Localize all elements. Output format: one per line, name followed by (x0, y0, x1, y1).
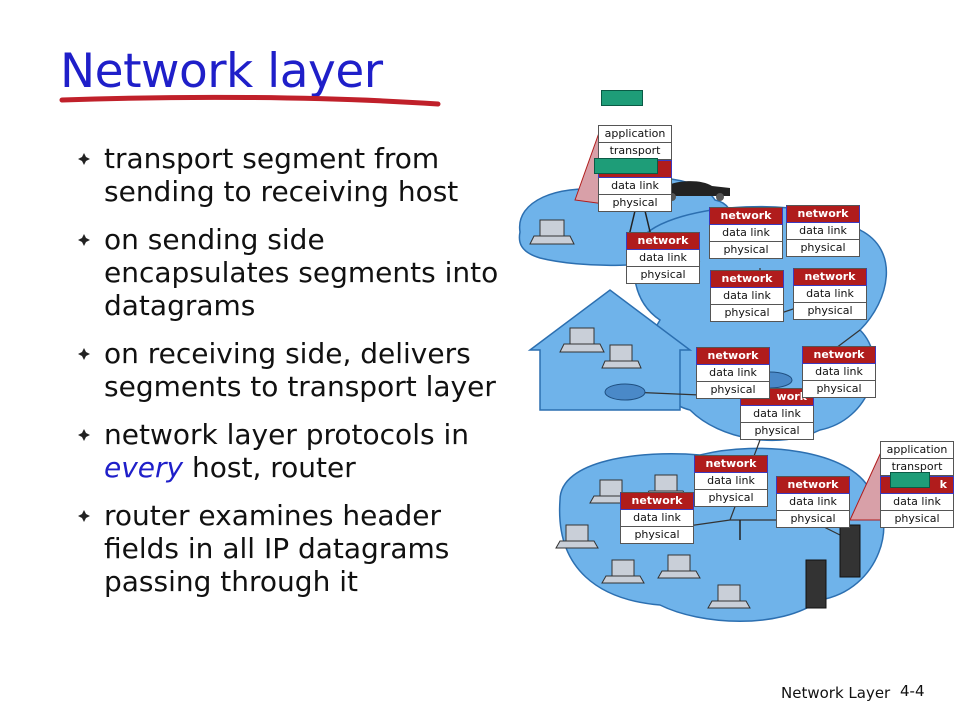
router-stack: network data link physical (710, 270, 784, 322)
router-stack: network data link physical (626, 232, 700, 284)
bullet-diamond-icon (78, 348, 90, 360)
data-link-layer: data link (793, 286, 867, 303)
physical-layer: physical (802, 381, 876, 398)
slide-title: Network layer (60, 44, 383, 99)
bullet-text: transport segment from sending to receiv… (104, 142, 459, 208)
bullet-item: on receiving side, delivers segments to … (74, 337, 514, 403)
bullet-diamond-icon (78, 153, 90, 165)
bullet-diamond-icon (78, 429, 90, 441)
router-stack: work data link physical (740, 388, 814, 440)
router-stack: network data link physical (793, 268, 867, 320)
network-layer: network (710, 270, 784, 288)
bullet-text: network layer protocols in (104, 418, 469, 451)
network-layer: network (696, 347, 770, 365)
physical-layer: physical (880, 511, 954, 528)
bullet-item: network layer protocols in every host, r… (74, 418, 514, 484)
data-link-layer: data link (802, 364, 876, 381)
router-stack: network data link physical (694, 455, 768, 507)
router-stack: network data link physical (620, 492, 694, 544)
data-link-layer: data link (710, 288, 784, 305)
bullet-item: on sending side encapsulates segments in… (74, 223, 514, 322)
network-layer: network (802, 346, 876, 364)
physical-layer: physical (696, 382, 770, 399)
bullet-text: host, router (183, 451, 356, 484)
physical-layer: physical (626, 267, 700, 284)
physical-layer: physical (776, 511, 850, 528)
data-link-layer: data link (626, 250, 700, 267)
router-stack: network data link physical (802, 346, 876, 398)
bullet-diamond-icon (78, 510, 90, 522)
bullet-text: router examines header fields in all IP … (104, 499, 450, 598)
bullet-diamond-icon (78, 234, 90, 246)
destination-host-stack: application transport k data link physic… (880, 441, 954, 528)
data-link-layer: data link (620, 510, 694, 527)
datagram-packet (890, 472, 930, 488)
transport-layer: transport (598, 143, 672, 160)
footer-page-number: 4-4 (900, 682, 925, 700)
physical-layer: physical (694, 490, 768, 507)
network-layer: network (776, 476, 850, 494)
physical-layer: physical (740, 423, 814, 440)
router-stack: network data link physical (696, 347, 770, 399)
bullet-text: on sending side encapsulates segments in… (104, 223, 499, 322)
physical-layer: physical (598, 195, 672, 212)
datagram-packet (594, 158, 658, 174)
network-layer: network (786, 205, 860, 223)
router-stack: network data link physical (709, 207, 783, 259)
data-link-layer: data link (786, 223, 860, 240)
application-layer: application (880, 441, 954, 459)
bullet-item: transport segment from sending to receiv… (74, 142, 514, 208)
bullet-text: on receiving side, delivers segments to … (104, 337, 496, 403)
network-layer: network (626, 232, 700, 250)
bullet-emphasis: every (104, 451, 184, 484)
application-layer: application (598, 125, 672, 143)
network-layer: network (709, 207, 783, 225)
physical-layer: physical (620, 527, 694, 544)
bullet-list: transport segment from sending to receiv… (74, 142, 514, 613)
physical-layer: physical (793, 303, 867, 320)
physical-layer: physical (786, 240, 860, 257)
transport-layer: transport (880, 459, 954, 476)
data-link-layer: data link (880, 494, 954, 511)
data-link-layer: data link (694, 473, 768, 490)
physical-layer: physical (709, 242, 783, 259)
server-icon (805, 524, 861, 609)
data-link-layer: data link (740, 406, 814, 423)
datagram-packet (601, 90, 643, 106)
title-underline (59, 94, 441, 107)
data-link-layer: data link (776, 494, 850, 511)
data-link-layer: data link (696, 365, 770, 382)
router-stack: network data link physical (776, 476, 850, 528)
network-layer: network (620, 492, 694, 510)
bullet-item: router examines header fields in all IP … (74, 499, 514, 598)
network-layer: network (694, 455, 768, 473)
network-layer: network (793, 268, 867, 286)
footer-chapter-label: Network Layer (781, 684, 891, 702)
data-link-layer: data link (709, 225, 783, 242)
physical-layer: physical (710, 305, 784, 322)
router-stack: network data link physical (786, 205, 860, 257)
data-link-layer: data link (598, 178, 672, 195)
